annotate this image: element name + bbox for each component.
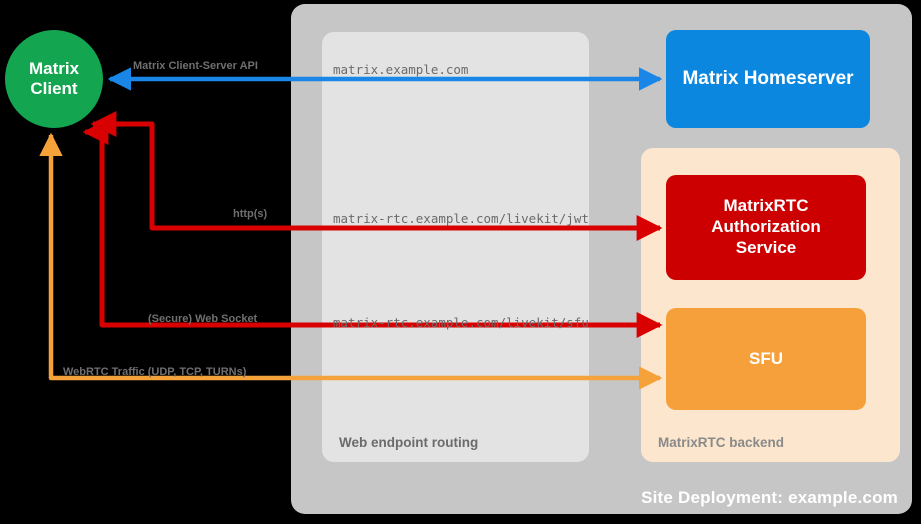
node-auth-line2: Authorization [711, 217, 821, 237]
edge-label-web-socket: (Secure) Web Socket [148, 313, 258, 325]
node-matrixrtc-authorization-service[interactable]: MatrixRTC Authorization Service [666, 175, 866, 280]
web-endpoint-routing-panel: Web endpoint routing [322, 32, 589, 462]
web-endpoint-routing-label: Web endpoint routing [339, 435, 479, 450]
node-matrix-client-line2: Client [30, 79, 78, 98]
node-matrix-homeserver[interactable]: Matrix Homeserver [666, 30, 870, 128]
edge-label-client-server-api: Matrix Client-Server API [133, 60, 258, 72]
endpoint-label-matrix: matrix.example.com [333, 62, 469, 77]
node-matrix-client[interactable]: Matrix Client [5, 30, 103, 128]
site-deployment-label: Site Deployment: example.com [641, 488, 898, 507]
node-matrix-client-line1: Matrix [28, 58, 80, 78]
node-auth-line3: Service [735, 237, 797, 257]
node-sfu[interactable]: SFU [666, 308, 866, 410]
matrixrtc-backend-label: MatrixRTC backend [658, 435, 785, 450]
node-matrix-homeserver-label: Matrix Homeserver [682, 68, 854, 90]
node-sfu-label: SFU [749, 348, 783, 368]
endpoint-label-livekit-sfu: matrix-rtc.example.com/livekit/sfu [333, 315, 589, 330]
endpoint-label-livekit-jwt: matrix-rtc.example.com/livekit/jwt [333, 211, 589, 226]
edge-label-http: http(s) [233, 208, 268, 220]
node-auth-line1: MatrixRTC [723, 196, 809, 216]
edge-label-webrtc-traffic: WebRTC Traffic (UDP, TCP, TURNs) [63, 366, 247, 378]
